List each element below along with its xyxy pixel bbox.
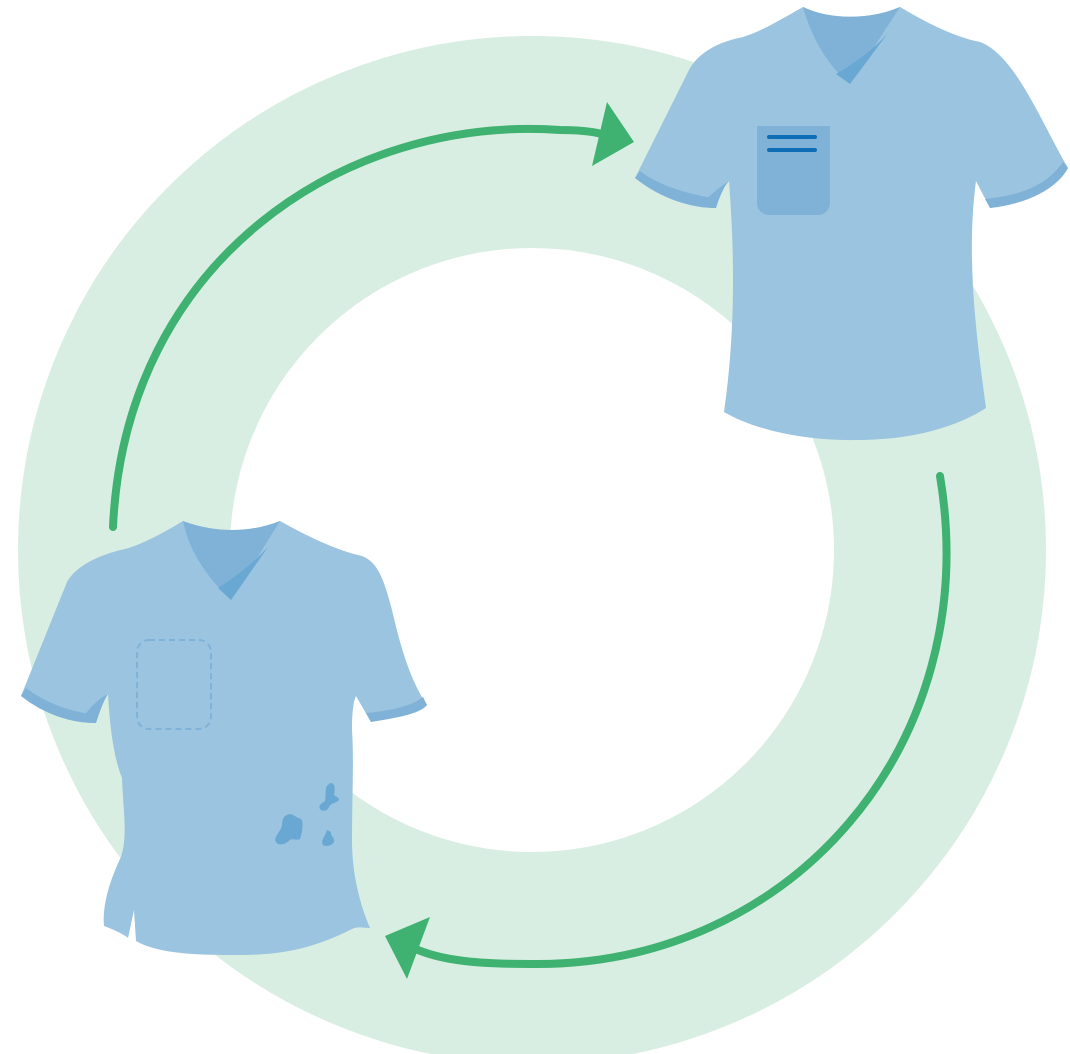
diagram-canvas xyxy=(0,0,1070,1054)
shirt-lifecycle-diagram xyxy=(0,0,1070,1054)
